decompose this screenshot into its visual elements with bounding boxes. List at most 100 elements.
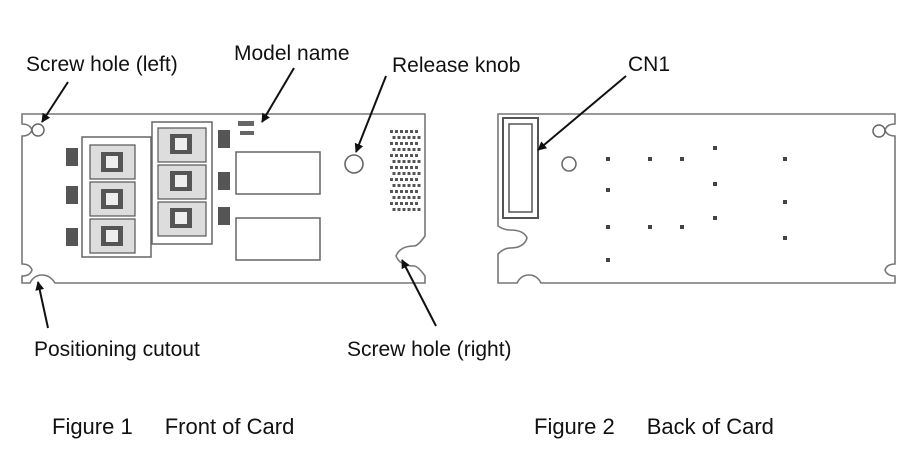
solder-dot	[713, 146, 717, 150]
figure1-caption-number: Figure 1	[52, 414, 133, 439]
vent-hole	[400, 142, 403, 145]
back-card	[497, 113, 896, 284]
vent-hole	[412, 160, 416, 163]
vent-hole	[412, 136, 416, 139]
figure2-caption-number: Figure 2	[534, 414, 615, 439]
vent-hole	[397, 172, 401, 175]
label-screw-hole-left: Screw hole (left)	[26, 53, 178, 76]
terminal-block-left	[81, 136, 152, 258]
vent-hole	[417, 172, 421, 175]
vent-hole	[397, 148, 401, 151]
figure2-caption: Figure 2 Back of Card	[534, 416, 774, 438]
vent-hole	[395, 166, 398, 169]
label-release-knob: Release knob	[392, 54, 521, 77]
model-name-print	[238, 121, 254, 135]
vent-hole	[390, 154, 393, 157]
solder-dot	[713, 216, 717, 220]
vent-hole	[397, 196, 401, 199]
vent-hole	[405, 142, 408, 145]
label-positioning-cutout: Positioning cutout	[34, 338, 200, 361]
screw-hole-left	[31, 123, 45, 137]
label-model-name: Model name	[234, 42, 350, 65]
vent-hole	[395, 142, 398, 145]
vent-hole	[390, 130, 393, 133]
terminal-markers-left	[66, 148, 78, 246]
vent-hole	[400, 154, 403, 157]
vent-hole	[405, 130, 408, 133]
vent-hole	[415, 154, 418, 157]
figure2-caption-title: Back of Card	[646, 414, 774, 439]
vent-hole	[395, 178, 398, 181]
solder-dot	[606, 258, 610, 262]
vent-hole	[395, 154, 398, 157]
vent-hole	[390, 202, 393, 205]
arrow-model-name	[261, 67, 295, 123]
vent-hole	[392, 184, 396, 187]
vent-hole	[402, 160, 406, 163]
vent-hole	[407, 160, 411, 163]
screw-hole-back-right	[872, 124, 886, 138]
vent-hole	[392, 196, 396, 199]
release-knob	[344, 154, 364, 174]
solder-dot	[783, 157, 787, 161]
vent-hole	[402, 136, 406, 139]
vent-hole	[415, 142, 418, 145]
solder-dot	[648, 225, 652, 229]
vent-hole	[400, 190, 403, 193]
vent-hole	[405, 202, 408, 205]
vent-hole	[402, 208, 406, 211]
figure1-caption-title: Front of Card	[164, 414, 295, 439]
vent-hole	[410, 142, 413, 145]
solder-dot	[680, 225, 684, 229]
vent-grid	[390, 130, 421, 211]
vent-hole	[400, 202, 403, 205]
vent-hole	[400, 166, 403, 169]
solder-dot	[783, 200, 787, 204]
vent-hole	[395, 202, 398, 205]
vent-hole	[395, 190, 398, 193]
vent-hole	[400, 130, 403, 133]
vent-hole	[405, 178, 408, 181]
terminal-markers-middle	[218, 130, 230, 225]
vent-hole	[400, 178, 403, 181]
vent-hole	[417, 184, 421, 187]
vent-hole	[392, 148, 396, 151]
vent-hole	[412, 184, 416, 187]
vent-hole	[390, 142, 393, 145]
label-screw-hole-right: Screw hole (right)	[347, 338, 512, 361]
vent-hole	[392, 136, 396, 139]
arrow-cn1	[537, 75, 627, 151]
vent-hole	[407, 148, 411, 151]
solder-dots	[606, 146, 787, 262]
vent-hole	[397, 184, 401, 187]
vent-hole	[390, 190, 393, 193]
vent-hole	[397, 160, 401, 163]
vent-hole	[407, 136, 411, 139]
vent-hole	[412, 172, 416, 175]
vent-hole	[412, 148, 416, 151]
vent-hole	[415, 166, 418, 169]
vent-hole	[417, 208, 421, 211]
vent-hole	[392, 172, 396, 175]
screw-hole-back-mid	[561, 156, 577, 172]
figure1-caption: Figure 1 Front of Card	[52, 416, 294, 438]
vent-hole	[417, 148, 421, 151]
relay-lower	[235, 217, 321, 261]
solder-dot	[680, 157, 684, 161]
vent-hole	[395, 130, 398, 133]
vent-hole	[402, 148, 406, 151]
vent-hole	[407, 184, 411, 187]
vent-hole	[410, 130, 413, 133]
vent-hole	[410, 202, 413, 205]
vent-hole	[415, 190, 418, 193]
solder-dot	[783, 236, 787, 240]
vent-hole	[417, 136, 421, 139]
vent-hole	[402, 196, 406, 199]
vent-hole	[415, 130, 418, 133]
vent-hole	[407, 196, 411, 199]
vent-hole	[410, 166, 413, 169]
vent-hole	[410, 190, 413, 193]
solder-dot	[606, 225, 610, 229]
